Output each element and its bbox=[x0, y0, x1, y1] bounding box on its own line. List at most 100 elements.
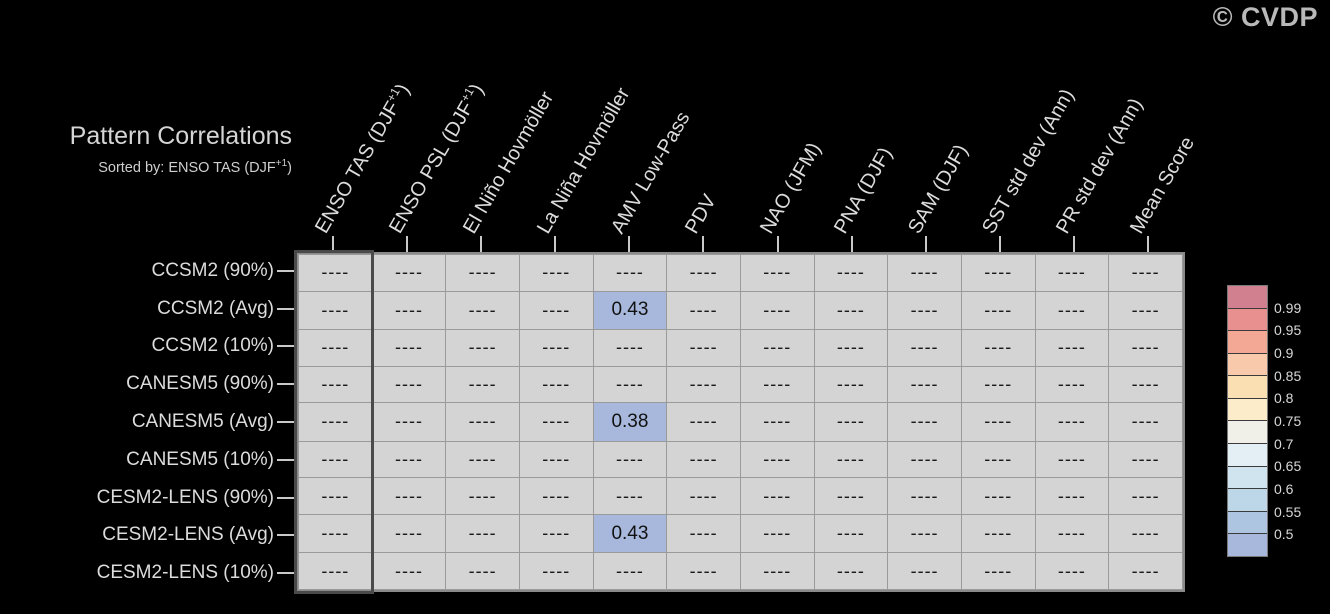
table-cell-empty[interactable]: ---- bbox=[887, 513, 962, 554]
table-cell-empty[interactable]: ---- bbox=[1034, 513, 1110, 554]
table-cell-empty[interactable]: ---- bbox=[1034, 328, 1110, 367]
table-cell-empty[interactable]: ---- bbox=[1108, 328, 1183, 367]
table-cell-empty[interactable]: ---- bbox=[298, 552, 373, 590]
table-cell-empty[interactable]: ---- bbox=[518, 513, 594, 554]
table-cell-empty[interactable]: ---- bbox=[518, 254, 594, 292]
table-cell-empty[interactable]: ---- bbox=[960, 552, 1036, 590]
table-cell-empty[interactable]: ---- bbox=[887, 254, 962, 292]
table-cell-empty[interactable]: ---- bbox=[592, 254, 668, 292]
table-cell-empty[interactable]: ---- bbox=[960, 290, 1036, 330]
table-cell-empty[interactable]: ---- bbox=[298, 440, 373, 479]
table-cell-empty[interactable]: ---- bbox=[887, 402, 962, 442]
table-cell-empty[interactable]: ---- bbox=[739, 513, 815, 554]
table-cell-empty[interactable]: ---- bbox=[518, 552, 594, 590]
row-label-5[interactable]: CANESM5 (Avg) bbox=[131, 411, 274, 432]
table-cell-empty[interactable]: ---- bbox=[371, 328, 447, 367]
column-header-5[interactable]: AMV Low-Pass bbox=[607, 108, 695, 238]
table-cell-empty[interactable]: ---- bbox=[666, 254, 741, 292]
table-cell-empty[interactable]: ---- bbox=[1108, 513, 1183, 554]
table-cell-empty[interactable]: ---- bbox=[813, 402, 889, 442]
table-cell-empty[interactable]: ---- bbox=[666, 365, 741, 404]
table-cell-empty[interactable]: ---- bbox=[739, 254, 815, 292]
table-cell-empty[interactable]: ---- bbox=[1034, 290, 1110, 330]
row-label-3[interactable]: CCSM2 (10%) bbox=[151, 335, 274, 357]
table-cell-empty[interactable]: ---- bbox=[445, 402, 520, 442]
table-cell-empty[interactable]: ---- bbox=[813, 552, 889, 590]
table-cell-empty[interactable]: ---- bbox=[739, 477, 815, 515]
table-cell-empty[interactable]: ---- bbox=[298, 402, 373, 442]
table-cell-empty[interactable]: ---- bbox=[298, 290, 373, 330]
table-cell-empty[interactable]: ---- bbox=[518, 477, 594, 515]
table-cell-empty[interactable]: ---- bbox=[518, 365, 594, 404]
table-cell-empty[interactable]: ---- bbox=[739, 328, 815, 367]
table-cell-empty[interactable]: ---- bbox=[1108, 477, 1183, 515]
table-cell-empty[interactable]: ---- bbox=[666, 552, 741, 590]
table-cell-empty[interactable]: ---- bbox=[592, 440, 668, 479]
row-label-4[interactable]: CANESM5 (90%) bbox=[126, 373, 274, 395]
table-cell-value[interactable]: 0.38 bbox=[592, 402, 668, 442]
table-cell-empty[interactable]: ---- bbox=[960, 402, 1036, 442]
table-cell-empty[interactable]: ---- bbox=[371, 513, 447, 554]
table-cell-empty[interactable]: ---- bbox=[887, 440, 962, 479]
table-cell-empty[interactable]: ---- bbox=[813, 328, 889, 367]
table-cell-empty[interactable]: ---- bbox=[1108, 254, 1183, 292]
table-cell-empty[interactable]: ---- bbox=[739, 365, 815, 404]
table-cell-empty[interactable]: ---- bbox=[298, 477, 373, 515]
table-cell-empty[interactable]: ---- bbox=[739, 290, 815, 330]
table-cell-empty[interactable]: ---- bbox=[371, 552, 447, 590]
row-label-8[interactable]: CESM2-LENS (Avg) bbox=[102, 524, 274, 546]
table-cell-empty[interactable]: ---- bbox=[887, 290, 962, 330]
table-cell-empty[interactable]: ---- bbox=[887, 477, 962, 515]
table-cell-empty[interactable]: ---- bbox=[666, 477, 741, 515]
table-cell-empty[interactable]: ---- bbox=[666, 290, 741, 330]
table-cell-value[interactable]: 0.43 bbox=[592, 513, 668, 554]
table-cell-empty[interactable]: ---- bbox=[739, 402, 815, 442]
table-cell-empty[interactable]: ---- bbox=[371, 440, 447, 479]
row-label-6[interactable]: CANESM5 (10%) bbox=[126, 448, 274, 470]
table-cell-empty[interactable]: ---- bbox=[445, 365, 520, 404]
table-cell-empty[interactable]: ---- bbox=[1108, 290, 1183, 330]
row-label-2[interactable]: CCSM2 (Avg) bbox=[157, 297, 274, 319]
table-cell-empty[interactable]: ---- bbox=[887, 552, 962, 590]
table-cell-empty[interactable]: ---- bbox=[960, 440, 1036, 479]
table-cell-empty[interactable]: ---- bbox=[445, 440, 520, 479]
table-cell-empty[interactable]: ---- bbox=[739, 440, 815, 479]
table-cell-empty[interactable]: ---- bbox=[445, 477, 520, 515]
table-cell-empty[interactable]: ---- bbox=[592, 365, 668, 404]
table-cell-empty[interactable]: ---- bbox=[813, 477, 889, 515]
table-cell-empty[interactable]: ---- bbox=[592, 552, 668, 590]
table-cell-empty[interactable]: ---- bbox=[445, 290, 520, 330]
column-header-6[interactable]: PDV bbox=[682, 191, 722, 238]
table-cell-empty[interactable]: ---- bbox=[298, 365, 373, 404]
table-cell-empty[interactable]: ---- bbox=[666, 440, 741, 479]
table-cell-empty[interactable]: ---- bbox=[1034, 365, 1110, 404]
table-cell-empty[interactable]: ---- bbox=[371, 290, 447, 330]
table-cell-empty[interactable]: ---- bbox=[518, 440, 594, 479]
row-label-7[interactable]: CESM2-LENS (90%) bbox=[96, 486, 274, 508]
table-cell-empty[interactable]: ---- bbox=[298, 328, 373, 367]
table-cell-empty[interactable]: ---- bbox=[1034, 402, 1110, 442]
table-cell-empty[interactable]: ---- bbox=[371, 477, 447, 515]
table-cell-empty[interactable]: ---- bbox=[887, 365, 962, 404]
table-cell-empty[interactable]: ---- bbox=[1034, 477, 1110, 515]
row-label-1[interactable]: CCSM2 (90%) bbox=[151, 259, 274, 281]
table-cell-empty[interactable]: ---- bbox=[371, 365, 447, 404]
table-cell-empty[interactable]: ---- bbox=[1108, 552, 1183, 590]
table-cell-empty[interactable]: ---- bbox=[445, 513, 520, 554]
table-cell-empty[interactable]: ---- bbox=[592, 328, 668, 367]
table-cell-empty[interactable]: ---- bbox=[518, 290, 594, 330]
table-cell-empty[interactable]: ---- bbox=[960, 365, 1036, 404]
table-cell-empty[interactable]: ---- bbox=[1108, 402, 1183, 442]
table-cell-empty[interactable]: ---- bbox=[1108, 440, 1183, 479]
table-cell-empty[interactable]: ---- bbox=[960, 254, 1036, 292]
table-cell-empty[interactable]: ---- bbox=[960, 477, 1036, 515]
table-cell-empty[interactable]: ---- bbox=[445, 328, 520, 367]
table-cell-empty[interactable]: ---- bbox=[371, 402, 447, 442]
table-cell-empty[interactable]: ---- bbox=[813, 254, 889, 292]
table-cell-empty[interactable]: ---- bbox=[813, 365, 889, 404]
column-header-8[interactable]: PNA (DJF) bbox=[830, 144, 898, 238]
table-cell-empty[interactable]: ---- bbox=[1108, 365, 1183, 404]
table-cell-empty[interactable]: ---- bbox=[371, 254, 447, 292]
table-cell-empty[interactable]: ---- bbox=[887, 328, 962, 367]
table-cell-empty[interactable]: ---- bbox=[666, 513, 741, 554]
